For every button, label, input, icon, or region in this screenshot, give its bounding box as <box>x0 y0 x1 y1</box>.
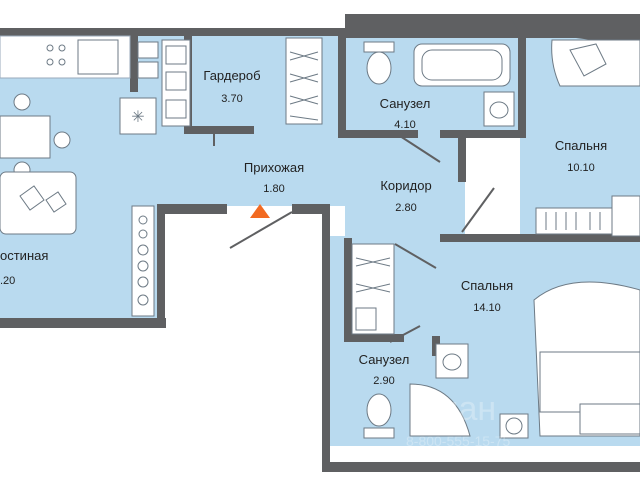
bath1-door <box>399 135 441 163</box>
bedroom2-furniture <box>351 243 640 437</box>
shower-icon <box>409 383 471 437</box>
room-labels: Гардероб 3.70 Санузел 4.10 Спальня 10.10… <box>0 68 607 387</box>
sink-icon <box>77 39 119 75</box>
bed-icon <box>533 281 640 437</box>
room-name-bedroom2: Спальня <box>461 278 513 293</box>
room-area-bath1: 4.10 <box>394 119 415 131</box>
wall-entrance-right <box>292 204 322 214</box>
wall-bath2-top <box>344 334 404 342</box>
wall-bedroom-divider <box>440 234 640 242</box>
desk <box>611 195 640 237</box>
doors <box>213 134 495 343</box>
pillow-icon <box>45 191 67 213</box>
wall-top-corner <box>510 14 640 46</box>
wall-top-left <box>0 28 345 36</box>
watermark-phone: 8-800-555-15-75 <box>406 433 511 449</box>
room-name-wardrobe: Гардероб <box>203 68 260 83</box>
watermark: циан 8-800-555-15-75 <box>406 390 511 449</box>
sofa <box>0 171 77 235</box>
entrance-door <box>229 211 293 249</box>
snowflake-icon: ✳ <box>131 109 144 126</box>
room-name-living: остиная <box>0 248 48 263</box>
bedroom1-door <box>461 187 495 233</box>
toilet-icon <box>366 51 392 85</box>
wall-bath1-bottom-right <box>440 130 526 138</box>
room-name-bath2: Санузел <box>359 352 410 367</box>
chair-icon <box>13 93 31 111</box>
wall-bath2-top-left <box>344 238 352 334</box>
hanger-rail <box>285 37 323 125</box>
bath2-fixtures <box>363 343 529 439</box>
wall-corridor-right <box>458 136 466 182</box>
kitchen-counter: ✳ <box>0 35 159 135</box>
wall-living-right <box>157 204 165 328</box>
wall-bottom-left <box>0 318 166 328</box>
entrance-triangle-icon <box>250 204 270 218</box>
toilet-icon <box>366 393 392 427</box>
tv-stand <box>131 205 155 317</box>
wall-bath1-bottom <box>338 130 418 138</box>
wall-bottom-right <box>322 462 640 472</box>
room-area-bedroom2: 14.10 <box>473 302 501 314</box>
wall-bath1-right <box>518 36 526 136</box>
room-area-living: .20 <box>0 275 15 287</box>
room-name-bedroom1: Спальня <box>555 138 607 153</box>
toilet-tank-icon <box>363 427 395 439</box>
stove-icon <box>46 44 66 66</box>
pillow-icon <box>579 403 640 435</box>
appliance-icon <box>137 41 159 59</box>
room-area-bath2: 2.90 <box>373 375 394 387</box>
wall-wardrobe-bottom <box>184 126 254 134</box>
outside-entrance-area <box>165 215 323 480</box>
wall-kitchen-column <box>130 36 138 92</box>
room-area-corridor: 2.80 <box>395 202 416 214</box>
wardrobe-shelves <box>161 37 323 127</box>
appliance-icon <box>137 61 159 79</box>
bedroom2-door <box>394 243 437 269</box>
watermark-logo-text: циан <box>420 390 496 428</box>
dining-table <box>0 93 71 179</box>
bath2-door <box>389 325 421 343</box>
room-area-hall: 1.80 <box>263 183 284 195</box>
pillow-icon <box>19 185 45 211</box>
bath1-fixtures <box>363 41 515 127</box>
room-area-bedroom1: 10.10 <box>567 162 595 174</box>
wall-entrance-left <box>157 204 227 214</box>
wall-bedroom2-left <box>322 204 330 470</box>
room-name-hall: Прихожая <box>244 160 304 175</box>
floor-corridor <box>345 130 465 240</box>
room-name-bath1: Санузел <box>380 96 431 111</box>
toilet-tank-icon <box>363 41 395 53</box>
room-area-wardrobe: 3.70 <box>221 93 242 105</box>
room-name-corridor: Коридор <box>380 178 431 193</box>
dresser-icon <box>355 307 377 331</box>
wall-bath1-left <box>338 36 346 136</box>
fridge-icon <box>119 97 157 135</box>
pillow-icon <box>569 43 607 77</box>
bedroom1-furniture <box>535 39 640 237</box>
chair-icon <box>53 131 71 149</box>
walls <box>0 14 640 472</box>
